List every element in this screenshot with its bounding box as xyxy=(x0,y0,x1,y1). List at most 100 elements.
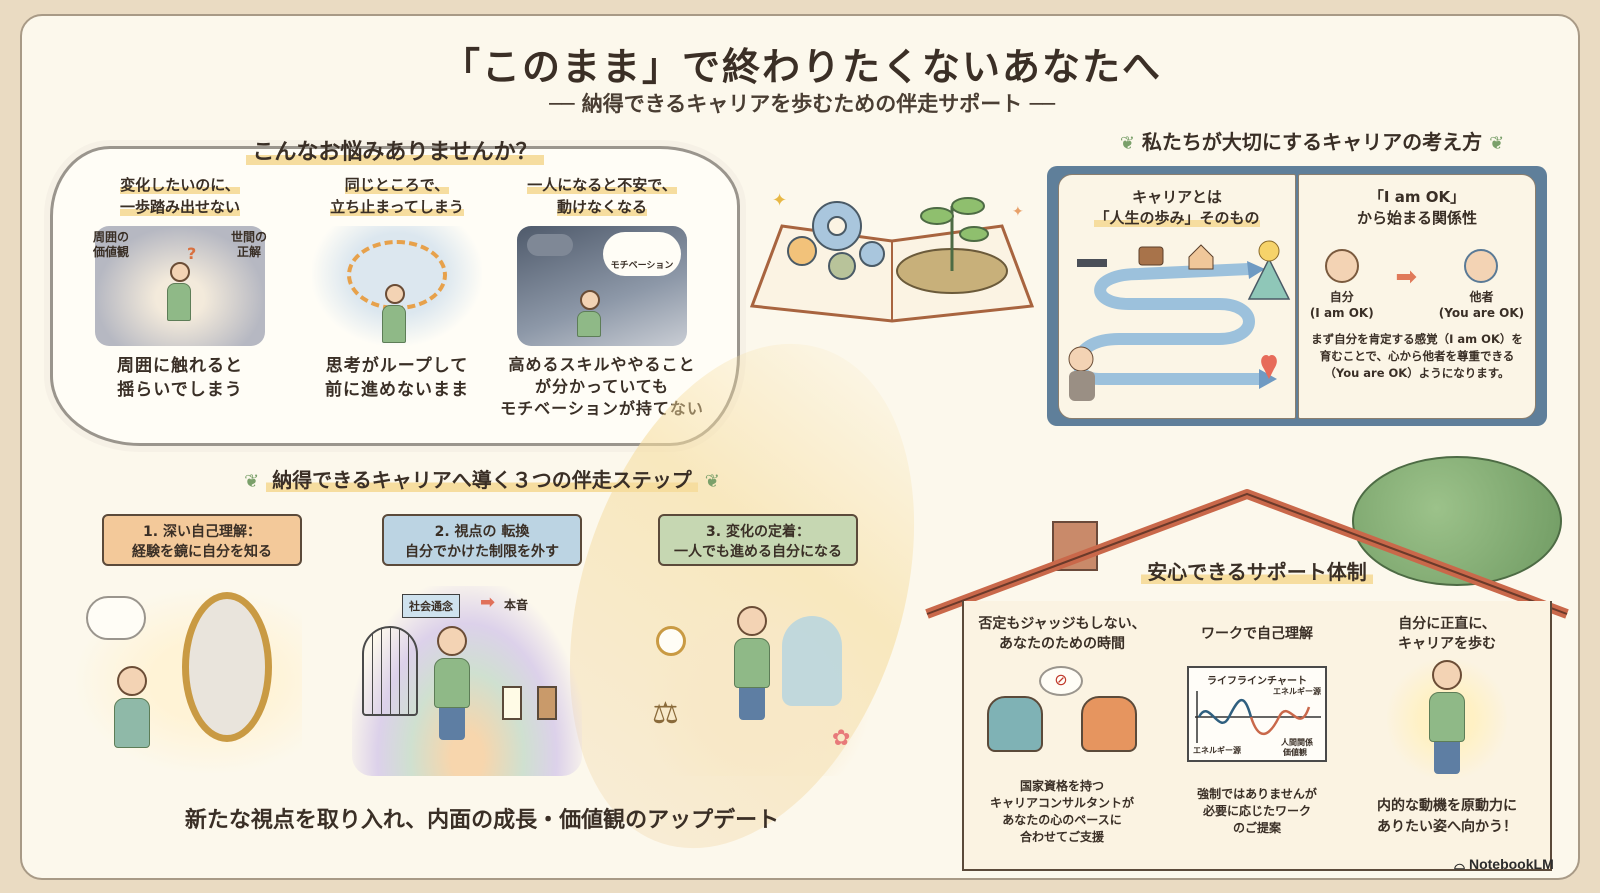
worry-foot: 周囲に触れると 揺らいでしまう xyxy=(70,354,290,402)
mirror-self-reflection-illustration xyxy=(72,586,302,776)
brand-name: NotebookLM xyxy=(1468,856,1554,872)
steps-title: ❦ 納得できるキャリアへ導く３つの伴走ステップ ❦ xyxy=(172,464,792,493)
column-foot-line: のご提案 xyxy=(1232,821,1281,835)
worry-head-line: 同じところで、 xyxy=(344,176,450,194)
worry-foot-line: 前に進めないまま xyxy=(325,380,469,400)
worry-foot-line: 高めるスキルややること xyxy=(508,355,696,374)
lifeline-wave-icon xyxy=(1195,691,1321,743)
ok-desc-line: まず自分を肯定する感覚（I am OK）を xyxy=(1311,332,1523,346)
step-1-ribbon: 1. 深い自己理解： 経験を鏡に自分を知る xyxy=(80,514,324,568)
open-book-gears-plants-icon: ✦ ✦ xyxy=(749,190,1035,323)
support-title-text: 安心できるサポート体制 xyxy=(1141,560,1373,584)
worry-item-1: 変化したいのに、 一歩踏み出せない 周囲の価値観 世間の正解 ? 周囲に触れると… xyxy=(70,174,290,402)
scale-icon: ⚖ xyxy=(652,696,679,731)
svg-text:✦: ✦ xyxy=(1012,204,1024,220)
ok-description: まず自分を肯定する感覚（I am OK）を 育むことで、心から他者を尊重できる … xyxy=(1299,331,1535,382)
column-head-line: あなたのための時間 xyxy=(999,636,1125,652)
ok-relationship-row: 自分 (I am OK) ➡ 他者 (You are OK) xyxy=(1299,249,1535,321)
step-1-subtitle: 経験を鏡に自分を知る xyxy=(132,544,272,560)
perspective-shift-illustration: 社会通念 ➡ 本音 xyxy=(352,586,582,776)
philosophy-title: ❦ 私たちが大切にするキャリアの考え方 ❦ xyxy=(1062,126,1562,155)
step-2-ribbon: 2. 視点の 転換 自分でかけた制限を外す xyxy=(360,514,604,568)
armchair-icon xyxy=(987,696,1043,752)
confident-person-illustration xyxy=(1387,654,1507,784)
column-head-line: キャリアを歩む xyxy=(1398,636,1496,652)
chart-label: 価値観 xyxy=(1283,748,1307,757)
worries-title: こんなお悩みありませんか？ xyxy=(50,134,740,166)
column-head-line: ワークで自己理解 xyxy=(1201,626,1313,642)
worry-item-2: 同じところで、 立ち止まってしまう 思考がループして 前に進めないまま xyxy=(287,174,507,402)
career-journey-road-icon xyxy=(1068,240,1291,401)
column-head-line: 否定もジャッジもしない、 xyxy=(978,616,1146,632)
leaf-icon: ❦ xyxy=(1119,133,1135,154)
walking-person-icon xyxy=(732,606,772,726)
step-3-subtitle: 一人でも進める自分になる xyxy=(674,544,842,560)
worry-foot-line: 思考がループして xyxy=(325,356,469,376)
house-roof xyxy=(925,489,1569,619)
support-column-2: ワークで自己理解 ライフラインチャート エネルギー源 エネルギー源 人間関係 価… xyxy=(1162,614,1352,837)
lifeline-chart-card: ライフラインチャート エネルギー源 エネルギー源 人間関係 価値観 xyxy=(1187,666,1327,762)
column-head: ワークで自己理解 xyxy=(1162,614,1352,654)
column-foot-line: 合わせてご支援 xyxy=(1019,830,1104,844)
supportive-spirit-icon xyxy=(782,616,842,706)
self-face-icon xyxy=(1324,249,1359,283)
column-foot-line: ありたい姿へ向かう！ xyxy=(1377,819,1517,835)
sitting-person-icon xyxy=(577,290,603,350)
page-head: 「I am OK」 から始まる関係性 xyxy=(1299,187,1535,229)
confused-person-icon xyxy=(167,262,193,322)
support-title: 安心できるサポート体制 xyxy=(962,556,1552,585)
social-norm-label: 社会通念 xyxy=(402,594,460,618)
step-2-subtitle: 自分でかけた制限を外す xyxy=(405,544,559,560)
worry-head-line: 動けなくなる xyxy=(556,198,647,216)
other-sublabel: (You are OK) xyxy=(1438,306,1525,320)
worry-head-line: 変化したいのに、 xyxy=(120,176,240,194)
worry-head: 変化したいのに、 一歩踏み出せない xyxy=(70,174,290,218)
worry-foot-line: モチベーションが持てない xyxy=(500,399,704,418)
column-foot: 内的な動機を原動力に ありたい姿へ向かう！ xyxy=(1352,796,1542,838)
self-sublabel: (I am OK) xyxy=(1309,306,1374,320)
counseling-chairs-illustration: ⊘ xyxy=(987,666,1137,766)
worry-head-line: 一歩踏み出せない xyxy=(119,198,240,216)
step-3-title: 3. 変化の定着： xyxy=(706,524,810,540)
ok-desc-line: （You are OK）ようになります。 xyxy=(1324,366,1510,380)
leaf-icon: ❦ xyxy=(1489,133,1505,154)
self-label: 自分 xyxy=(1329,290,1354,304)
arrow-right-icon: ➡ xyxy=(480,592,496,613)
person-looking-icon xyxy=(432,626,472,746)
steps-title-text: 納得できるキャリアへ導く３つの伴走ステップ xyxy=(266,468,698,492)
column-foot-line: 国家資格を持つ xyxy=(1019,779,1104,793)
chart-label: エネルギー源 xyxy=(1193,746,1241,755)
page-subtitle: ── 納得できるキャリアを歩むための伴走サポート ── xyxy=(549,92,1055,116)
book-page-right: 「I am OK」 から始まる関係性 自分 (I am OK) ➡ 他者 (Yo… xyxy=(1298,174,1536,419)
column-head: 自分に正直に、 キャリアを歩む xyxy=(1352,614,1542,654)
door-icon xyxy=(537,686,557,720)
no-judgment-icon: ⊘ xyxy=(1039,666,1083,696)
birdcage-icon xyxy=(362,626,418,716)
door-icon xyxy=(502,686,522,720)
philosophy-title-text: 私たちが大切にするキャリアの考え方 xyxy=(1141,130,1483,154)
crossroads-illustration: 周囲の価値観 世間の正解 ? xyxy=(93,226,267,346)
puzzle-thought-bubble-icon xyxy=(86,596,146,640)
worry-head: 同じところで、 立ち止まってしまう xyxy=(287,174,507,218)
tree-icon xyxy=(1352,456,1562,586)
leaf-icon: ❦ xyxy=(704,471,720,492)
column-foot-line: あなたの心のペースに xyxy=(1002,813,1122,827)
worry-head-line: 一人になると不安で、 xyxy=(527,176,677,194)
step-1-title: 1. 深い自己理解： xyxy=(143,524,261,540)
leaf-icon: ❦ xyxy=(244,471,260,492)
column-foot-line: キャリアコンサルタントが xyxy=(989,796,1134,810)
page-head-line: キャリアとは xyxy=(1132,188,1222,206)
support-column-3: 自分に正直に、 キャリアを歩む 内的な動機を原動力に ありたい姿へ向かう！ xyxy=(1352,614,1542,838)
worry-foot: 思考がループして 前に進めないまま xyxy=(287,354,507,402)
label-society-answer: 世間の正解 xyxy=(230,230,267,259)
infographic-canvas: 「このまま」で終わりたくないあなたへ ── 納得できるキャリアを歩むための伴走サ… xyxy=(20,14,1580,880)
support-column-1: 否定もジャッジもしない、 あなたのための時間 ⊘ 国家資格を持つ キャリアコンサ… xyxy=(967,614,1157,846)
armchair-icon xyxy=(1081,696,1137,752)
column-foot-line: 内的な動機を原動力に xyxy=(1377,798,1517,814)
other-figure: 他者 (You are OK) xyxy=(1439,249,1524,321)
chart-label: 人間関係 xyxy=(1281,738,1313,747)
other-face-icon xyxy=(1464,249,1499,283)
step-3-ribbon: 3. 変化の定着： 一人でも進める自分になる xyxy=(636,514,880,568)
other-label: 他者 xyxy=(1469,290,1494,304)
column-foot: 国家資格を持つ キャリアコンサルタントが あなたの心のペースに 合わせてご支援 xyxy=(967,778,1157,846)
